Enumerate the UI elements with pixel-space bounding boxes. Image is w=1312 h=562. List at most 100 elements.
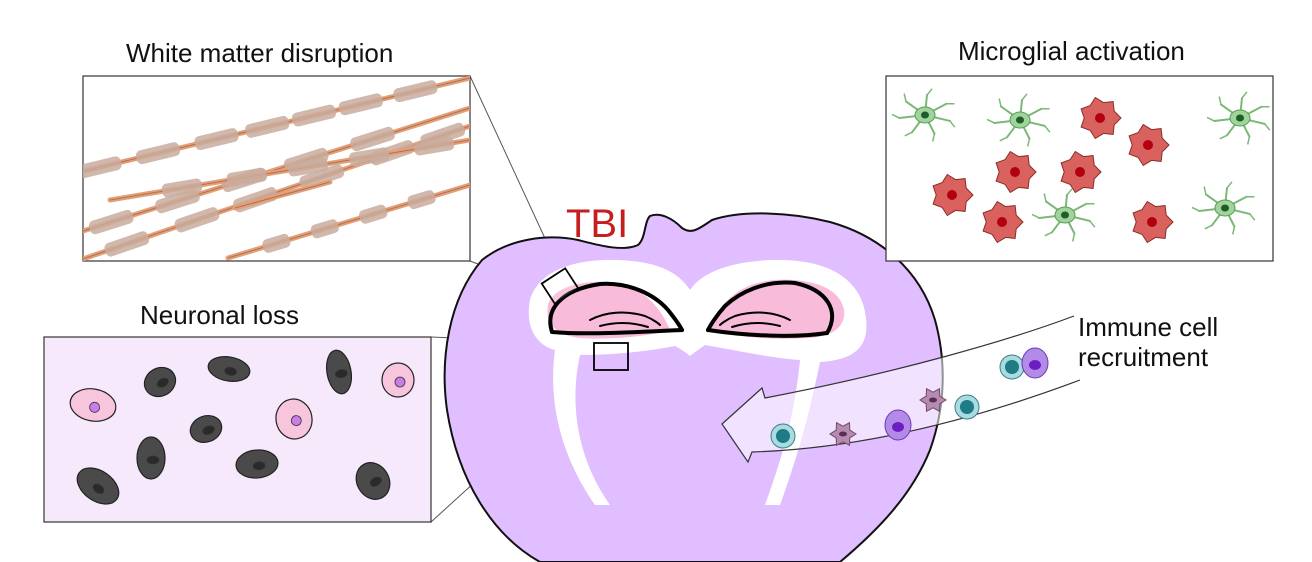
axon-core [234, 181, 331, 209]
myelin-sheath [104, 231, 150, 257]
myelin-sheath [83, 156, 122, 179]
axon [83, 76, 470, 179]
microglia-nucleus [1236, 114, 1244, 122]
healthy-neuron [275, 398, 313, 440]
white-matter-title: White matter disruption [126, 38, 394, 68]
microglia-nucleus [1061, 211, 1069, 219]
neuron-nucleus [334, 369, 348, 379]
myelin-sheath [174, 207, 220, 233]
neuron-nucleus [89, 401, 101, 413]
microglia-branch [999, 136, 1008, 142]
myelin-sheath [194, 128, 239, 151]
dendritic-cell [919, 387, 947, 413]
microglial-title: Microglial activation [958, 36, 1185, 66]
activated-nucleus [997, 217, 1007, 227]
axon [232, 179, 333, 211]
microglial-panel [885, 75, 1274, 262]
resting-microglia [1206, 91, 1271, 145]
myelin-sheath [226, 167, 267, 187]
myelin-sheath [407, 190, 436, 210]
microglia-nucleus [921, 111, 929, 119]
healthy-neuron [381, 362, 415, 398]
microglia-branch [1204, 224, 1213, 230]
activated-nucleus [1095, 113, 1105, 123]
microglia-branch [904, 131, 913, 137]
resting-microglia [891, 88, 956, 142]
microglia-group [891, 88, 1271, 244]
microglia-branch [931, 133, 936, 142]
neuron-group [69, 349, 415, 505]
neuronal-selection-box [593, 342, 629, 371]
neuron-nucleus [146, 455, 160, 465]
neuron-nucleus [252, 461, 266, 471]
dying-neuron [325, 349, 353, 395]
myelin-sheath [350, 126, 395, 152]
white-matter-selection-box [540, 267, 580, 305]
microglia-branch [1026, 138, 1031, 147]
myelin-sheath [161, 178, 203, 198]
myelin-sheath [359, 204, 388, 224]
myelin-sheath [88, 209, 134, 235]
dying-neuron [136, 436, 166, 480]
myelin-sheath [299, 164, 345, 190]
dying-neuron [76, 467, 120, 505]
microglia-branch [1246, 136, 1251, 145]
neuron-nucleus [369, 476, 382, 487]
microglia-branch [1241, 91, 1248, 99]
microglia-branch [1206, 116, 1215, 122]
myelin-sheath [338, 93, 383, 116]
dying-neuron [189, 415, 223, 443]
microglia-branch [1021, 93, 1028, 101]
myelin-sheath [245, 115, 290, 138]
myelin-sheath [413, 136, 455, 156]
myelin-sheath [262, 233, 291, 253]
activated-nucleus [1143, 140, 1153, 150]
dendritic-nucleus [839, 431, 847, 437]
activated-nucleus [1147, 217, 1157, 227]
microglia-nucleus [1016, 116, 1024, 124]
activated-microglia [982, 200, 1024, 244]
microglia-branch [1044, 231, 1053, 237]
activated-microglia [1132, 200, 1174, 244]
myelin-sheath [135, 142, 181, 165]
microglia-branch [1249, 213, 1256, 221]
immune-arrow [721, 315, 1081, 464]
monocyte [954, 394, 980, 420]
resting-microglia [1191, 181, 1256, 235]
microglia-branch [1264, 123, 1271, 131]
neuronal-panel [43, 336, 432, 523]
microglia-branch [926, 88, 933, 96]
myelin-sheath [291, 104, 337, 127]
neuron-nucleus [394, 376, 406, 388]
activated-nucleus [1010, 167, 1020, 177]
neuron-nucleus [290, 415, 302, 427]
microglia-nucleus [1221, 204, 1229, 212]
recruitment-arrow [721, 315, 1081, 464]
dying-neuron [207, 356, 251, 382]
activated-microglia [932, 173, 974, 217]
activated-microglia [1128, 123, 1170, 167]
neuron-nucleus [224, 366, 237, 376]
microglia-branch [1066, 188, 1073, 196]
neuron-nucleus [202, 425, 215, 435]
monocyte-nucleus [960, 400, 974, 414]
dying-neuron [143, 366, 177, 398]
neuronal-title: Neuronal loss [140, 300, 299, 330]
healthy-neuron [69, 388, 117, 422]
immune-title-line1: Immune cell [1078, 312, 1219, 342]
myelin-sheath [349, 147, 390, 167]
myelin-sheath [287, 157, 329, 177]
dendritic-nucleus [929, 397, 937, 403]
microglia-branch [1044, 125, 1051, 133]
activated-microglia [1080, 96, 1122, 140]
microglia-branch [1219, 134, 1228, 140]
activated-microglia [1060, 150, 1102, 194]
tbi-label: TBI [566, 202, 629, 246]
microglia-branch [903, 93, 907, 102]
immune-cells [770, 347, 1049, 449]
resting-microglia [1031, 188, 1096, 242]
axon [107, 136, 470, 203]
microglia-branch [1191, 206, 1200, 212]
